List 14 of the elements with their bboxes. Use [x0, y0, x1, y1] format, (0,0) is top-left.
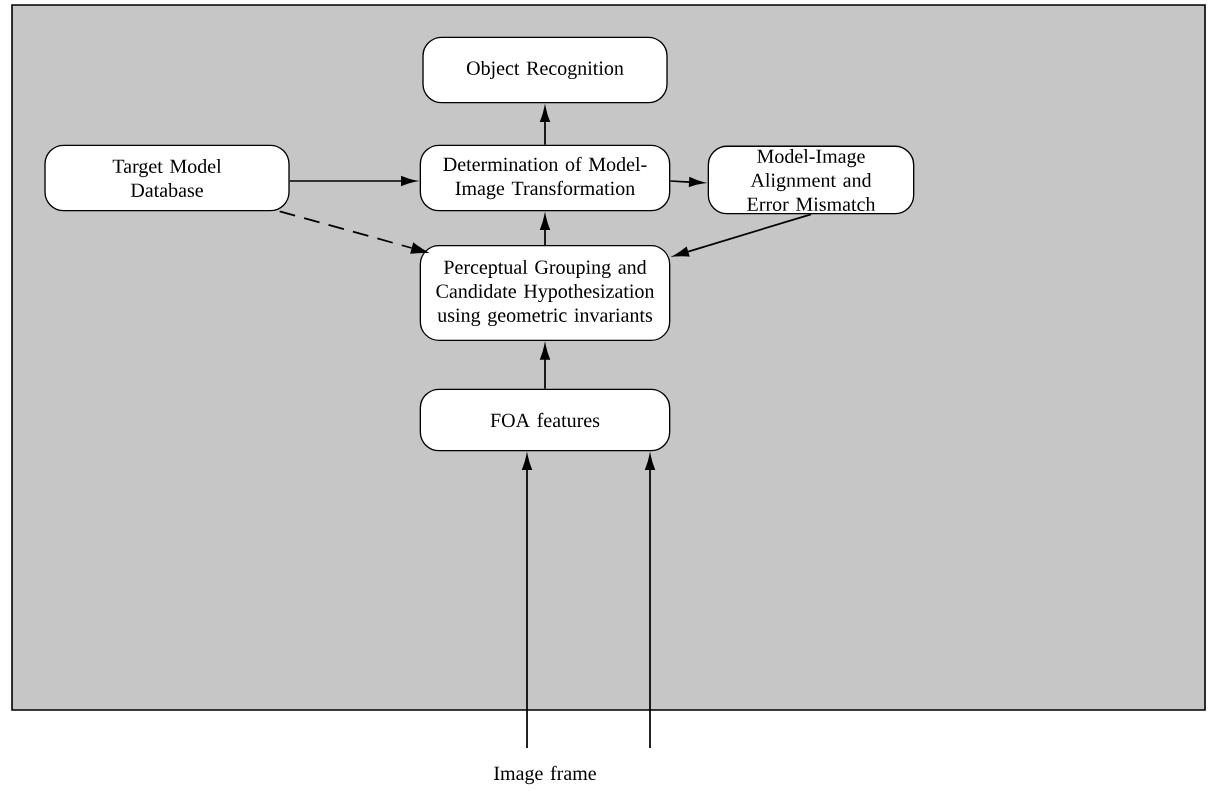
arrow	[278, 210, 430, 254]
arrow	[673, 213, 812, 257]
process-box: Object Recognition	[422, 36, 668, 104]
process-box: Target Model Database	[44, 144, 290, 212]
process-box: Perceptual Grouping and Candidate Hypothesization using geometric invariants	[419, 245, 671, 341]
arrow	[540, 107, 550, 146]
process-box: Determination of Model- Image Transformation	[419, 144, 671, 212]
process-box: FOA features	[419, 388, 671, 452]
arrow	[540, 344, 550, 390]
process-box: Model-Image Alignment and Error Mismatch	[707, 145, 915, 215]
arrow	[669, 177, 704, 187]
arrow	[288, 176, 416, 186]
arrow	[540, 215, 550, 246]
input-label: Image frame	[494, 765, 596, 785]
